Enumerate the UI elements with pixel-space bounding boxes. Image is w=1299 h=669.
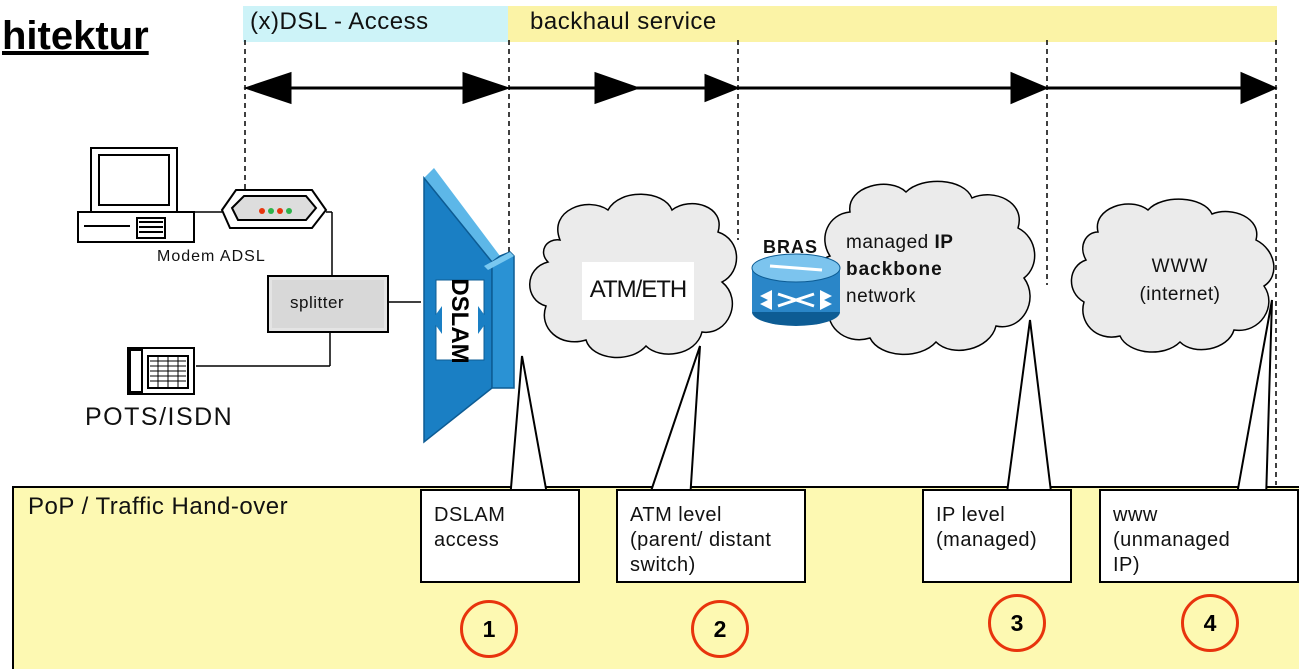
backbone-label-line2: backbone — [846, 259, 943, 280]
step-circle-4: 4 — [1181, 594, 1239, 652]
callout-atm-level: ATM level (parent/ distant switch) — [616, 489, 806, 583]
arrow-head-atm-end — [704, 73, 741, 103]
page-title: hitektur — [2, 14, 149, 58]
segment-arrows — [243, 71, 1278, 105]
backhaul-segment-label: backhaul service — [530, 8, 717, 35]
backbone-label-ip: IP — [934, 232, 954, 253]
arrow-head-right — [462, 71, 511, 105]
access-segment-bar — [243, 6, 508, 42]
callout-line: www — [1113, 504, 1158, 526]
pointer-1 — [508, 355, 550, 501]
www-cloud-label-line2: (internet) — [1139, 284, 1221, 305]
callout-dslam-access: DSLAM access — [420, 489, 580, 583]
callout-line: access — [434, 529, 500, 551]
bras-label: BRAS — [763, 237, 819, 257]
callout-line: DSLAM — [434, 504, 506, 526]
callout-line: (parent/ distant — [630, 529, 772, 551]
phone-label: POTS/ISDN — [85, 403, 234, 431]
access-segment-label: (x)DSL - Access — [250, 8, 429, 35]
connection-lines — [194, 211, 421, 367]
step-circle-1: 1 — [460, 600, 518, 658]
atm-label-bg — [582, 262, 694, 320]
dslam-label: DSLAM — [446, 278, 473, 364]
callout-line: (managed) — [936, 529, 1038, 551]
callout-line: switch) — [630, 554, 696, 576]
callout-line: IP) — [1113, 554, 1141, 576]
pointer-2 — [646, 345, 701, 501]
modem-icon — [220, 189, 328, 229]
backbone-label-line3: network — [846, 286, 917, 307]
splitter-label: splitter — [290, 293, 345, 312]
www-cloud-label-line1: WWW — [1151, 256, 1209, 277]
pointer-3 — [1004, 319, 1054, 501]
callout-www: www (unmanaged IP) — [1099, 489, 1299, 583]
callout-line: IP level — [936, 504, 1006, 526]
arrow-head-www — [1240, 71, 1278, 105]
callout-line: (unmanaged — [1113, 529, 1231, 551]
pop-title: PoP / Traffic Hand-over — [28, 493, 289, 520]
computer-icon — [77, 147, 195, 243]
callout-line: ATM level — [630, 504, 722, 526]
www-cloud-shape — [1070, 198, 1275, 353]
segment-dividers — [244, 40, 1277, 485]
phone-icon — [127, 347, 195, 395]
step-circle-2: 2 — [691, 600, 749, 658]
arrow-head-left — [243, 71, 292, 105]
backbone-label-managed: managed — [846, 232, 935, 253]
backbone-label-line1: managed IP — [846, 232, 953, 254]
atm-cloud-label: ATM/ETH — [589, 276, 688, 303]
arrow-head-atm — [594, 71, 641, 105]
modem-label: Modem ADSL — [157, 248, 266, 265]
callout-ip-level: IP level (managed) — [922, 489, 1072, 583]
step-circle-3: 3 — [988, 594, 1046, 652]
callout-pointers — [508, 299, 1273, 501]
dslam-device — [423, 168, 515, 444]
splitter-box — [267, 275, 389, 333]
router-icon — [751, 253, 841, 326]
backhaul-segment-bar — [508, 6, 1277, 42]
arrow-head-ip — [1010, 71, 1049, 105]
